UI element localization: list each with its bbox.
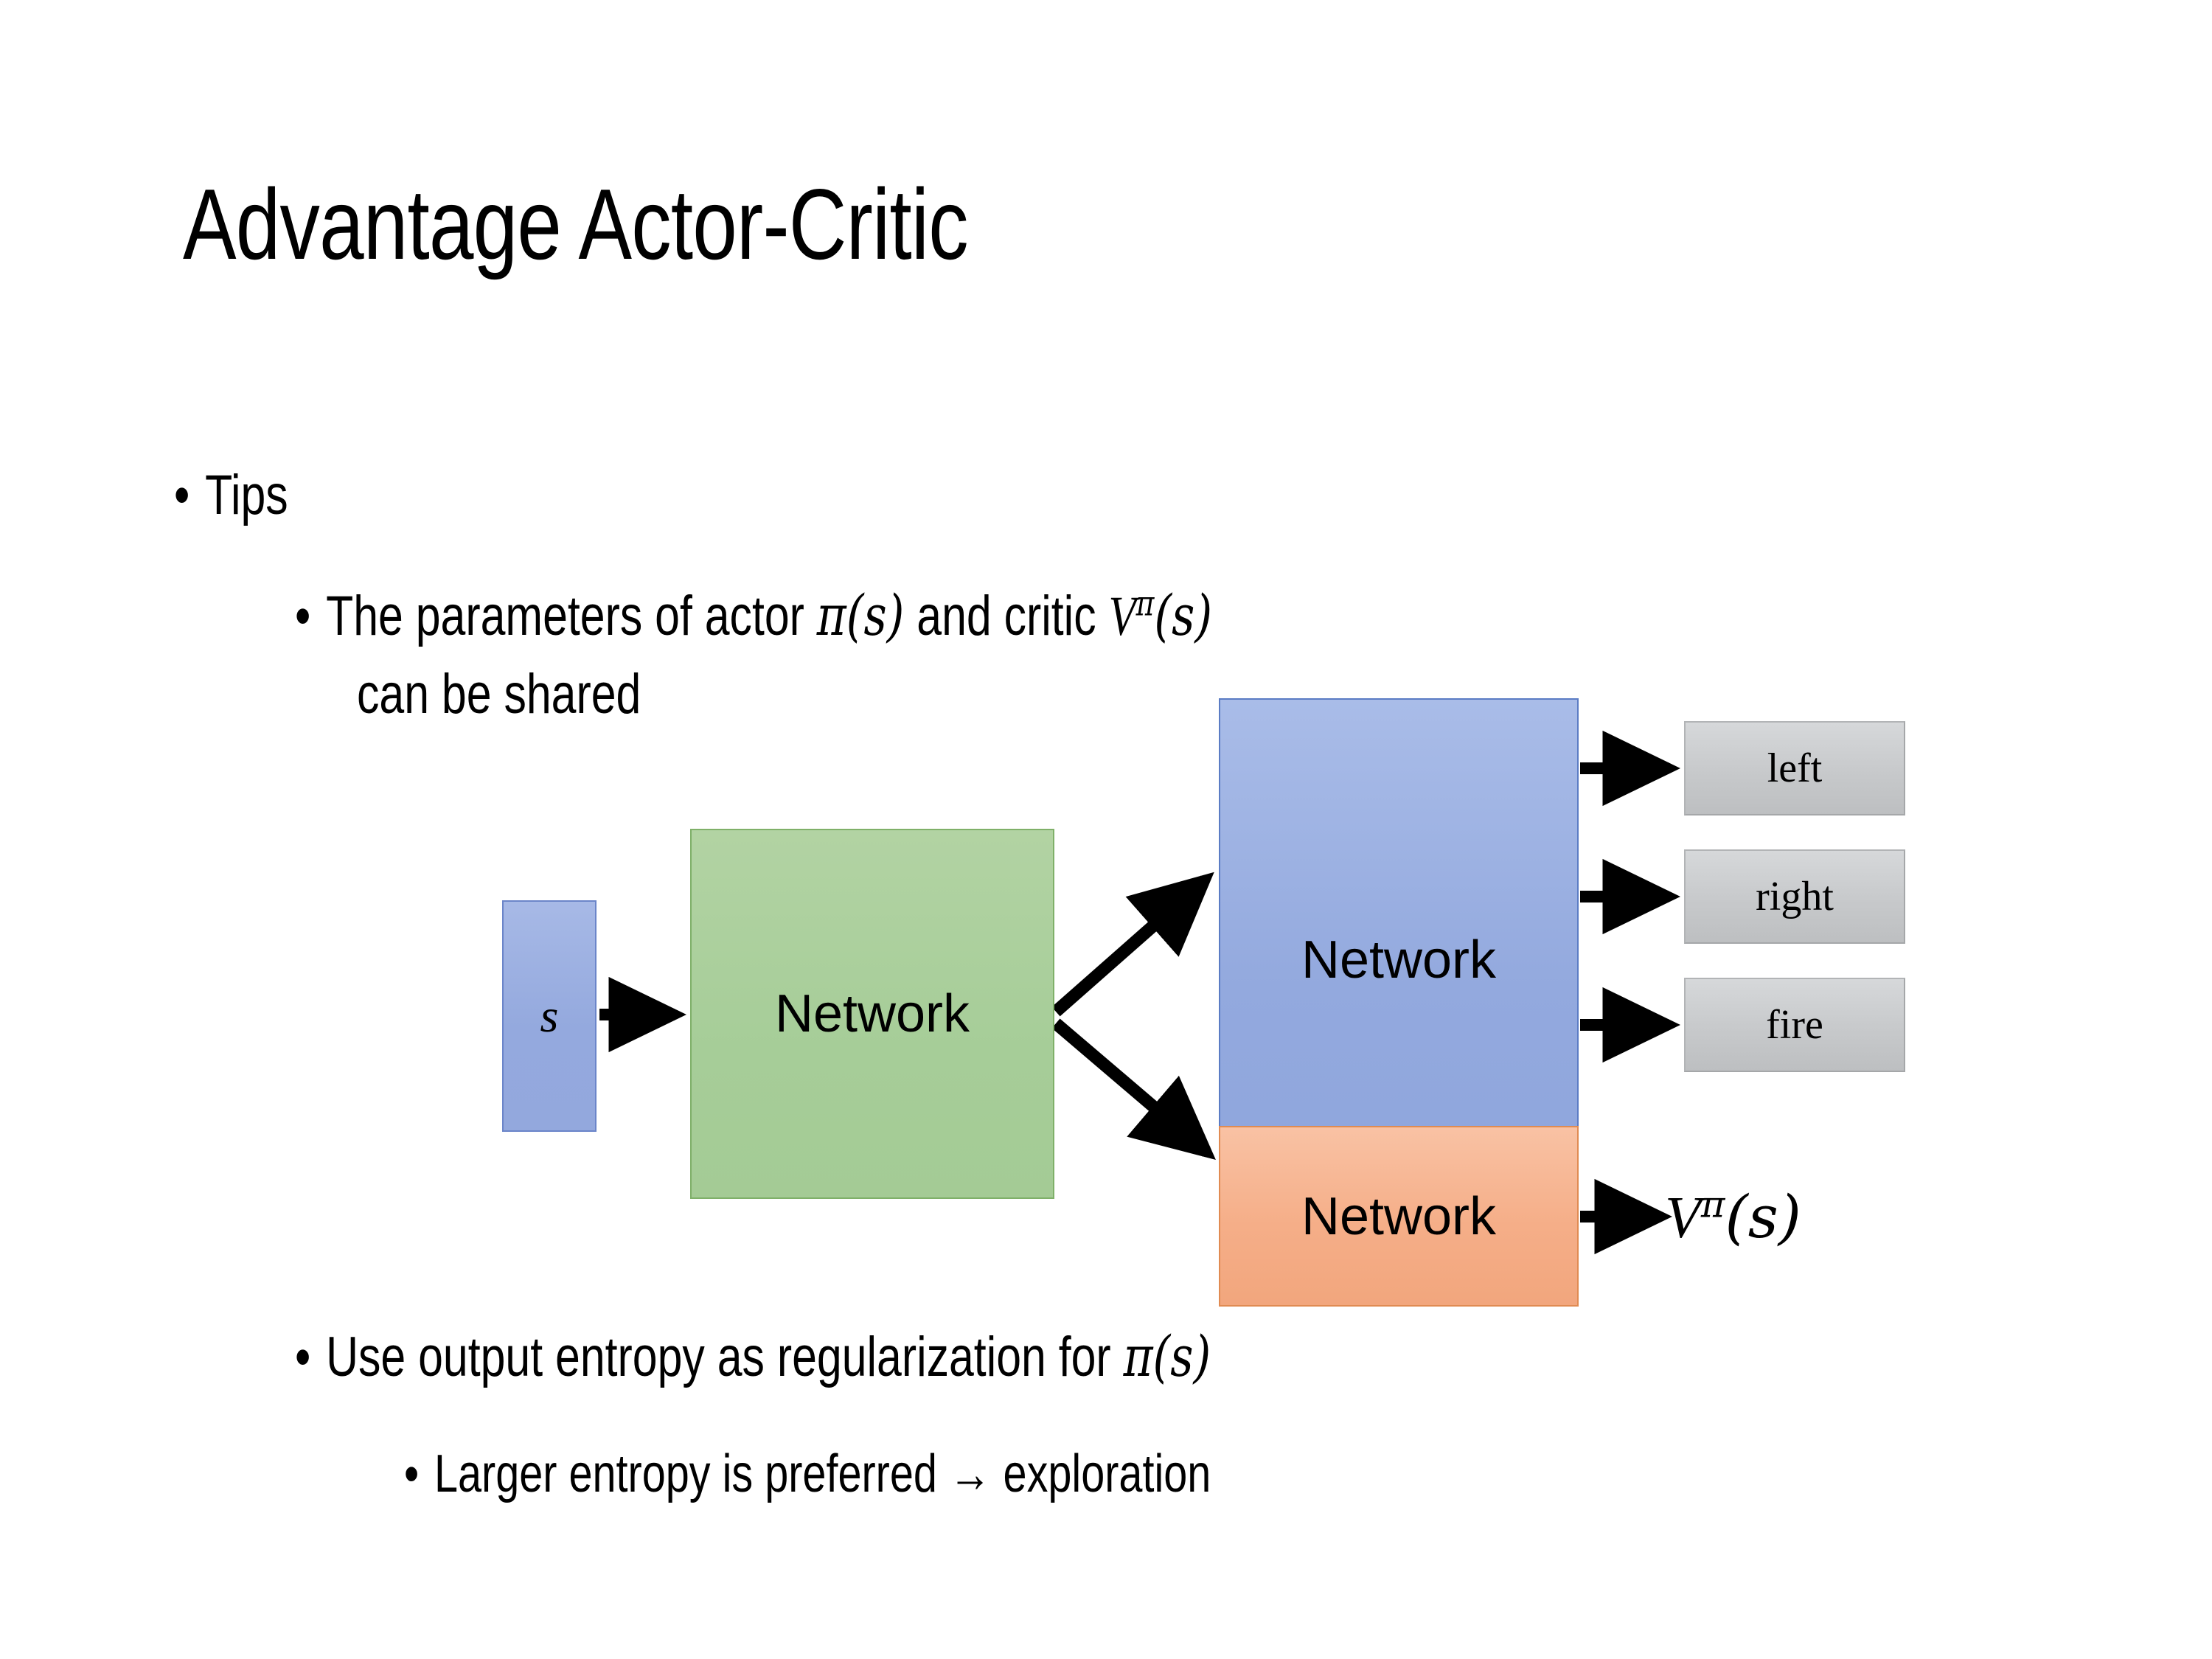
bullet-tips-label: Tips	[205, 464, 288, 526]
bullet-shared-params-line2: can be shared	[357, 663, 641, 726]
action-box-fire[interactable]: fire	[1684, 978, 1905, 1072]
arrow-shared-to-critic	[1051, 1018, 1216, 1161]
math-v-base-1: V	[1108, 585, 1136, 647]
bullet-shared-params-text: The parameters of actor	[326, 585, 817, 647]
action-box-right[interactable]: right	[1684, 849, 1905, 944]
bullet-marker	[295, 584, 310, 648]
shared-network-box[interactable]: Network	[690, 829, 1054, 1199]
bullet-entropy-regularization: Use output entropy as regularization for…	[295, 1324, 1211, 1389]
shared-network-label: Network	[774, 984, 970, 1043]
bullet-shared-params-line1: The parameters of actor π(s) and critic …	[295, 582, 1212, 649]
action-fire-label: fire	[1766, 1002, 1823, 1048]
math-pi-s-2: π(s)	[1123, 1324, 1211, 1389]
critic-network-label: Network	[1301, 1186, 1497, 1246]
action-box-left[interactable]: left	[1684, 721, 1905, 815]
actor-network-label: Network	[1301, 930, 1497, 990]
action-left-label: left	[1767, 745, 1823, 791]
critic-output-sup: π	[1700, 1183, 1725, 1226]
math-v-sup-1: π	[1135, 583, 1155, 625]
critic-output-base: V	[1665, 1186, 1701, 1251]
input-state-box[interactable]: s	[502, 900, 597, 1132]
critic-network-box[interactable]: Network	[1219, 1126, 1579, 1307]
bullet-marker	[295, 1325, 310, 1389]
page-title: Advantage Actor-Critic	[183, 168, 969, 280]
arrow-shared-to-actor	[1051, 872, 1214, 1017]
bullet-marker	[174, 463, 189, 527]
math-pi-s-1: π(s)	[816, 582, 905, 648]
math-v-arg-1: (s)	[1154, 582, 1213, 648]
bullet-larger-entropy: Larger entropy is preferred → exploratio…	[404, 1444, 1211, 1504]
bullet-entropy-text: Use output entropy as regularization for	[326, 1326, 1124, 1388]
bullet-larger-entropy-label: Larger entropy is preferred → exploratio…	[434, 1444, 1211, 1503]
bullet-marker	[404, 1444, 419, 1504]
critic-output-value: Vπ(s)	[1665, 1183, 1801, 1252]
bullet-tips: Tips	[174, 463, 288, 527]
critic-output-arg: (s)	[1725, 1183, 1801, 1251]
input-state-label: s	[540, 990, 559, 1042]
action-right-label: right	[1756, 874, 1834, 919]
bullet-shared-params-mid: and critic	[904, 585, 1109, 647]
